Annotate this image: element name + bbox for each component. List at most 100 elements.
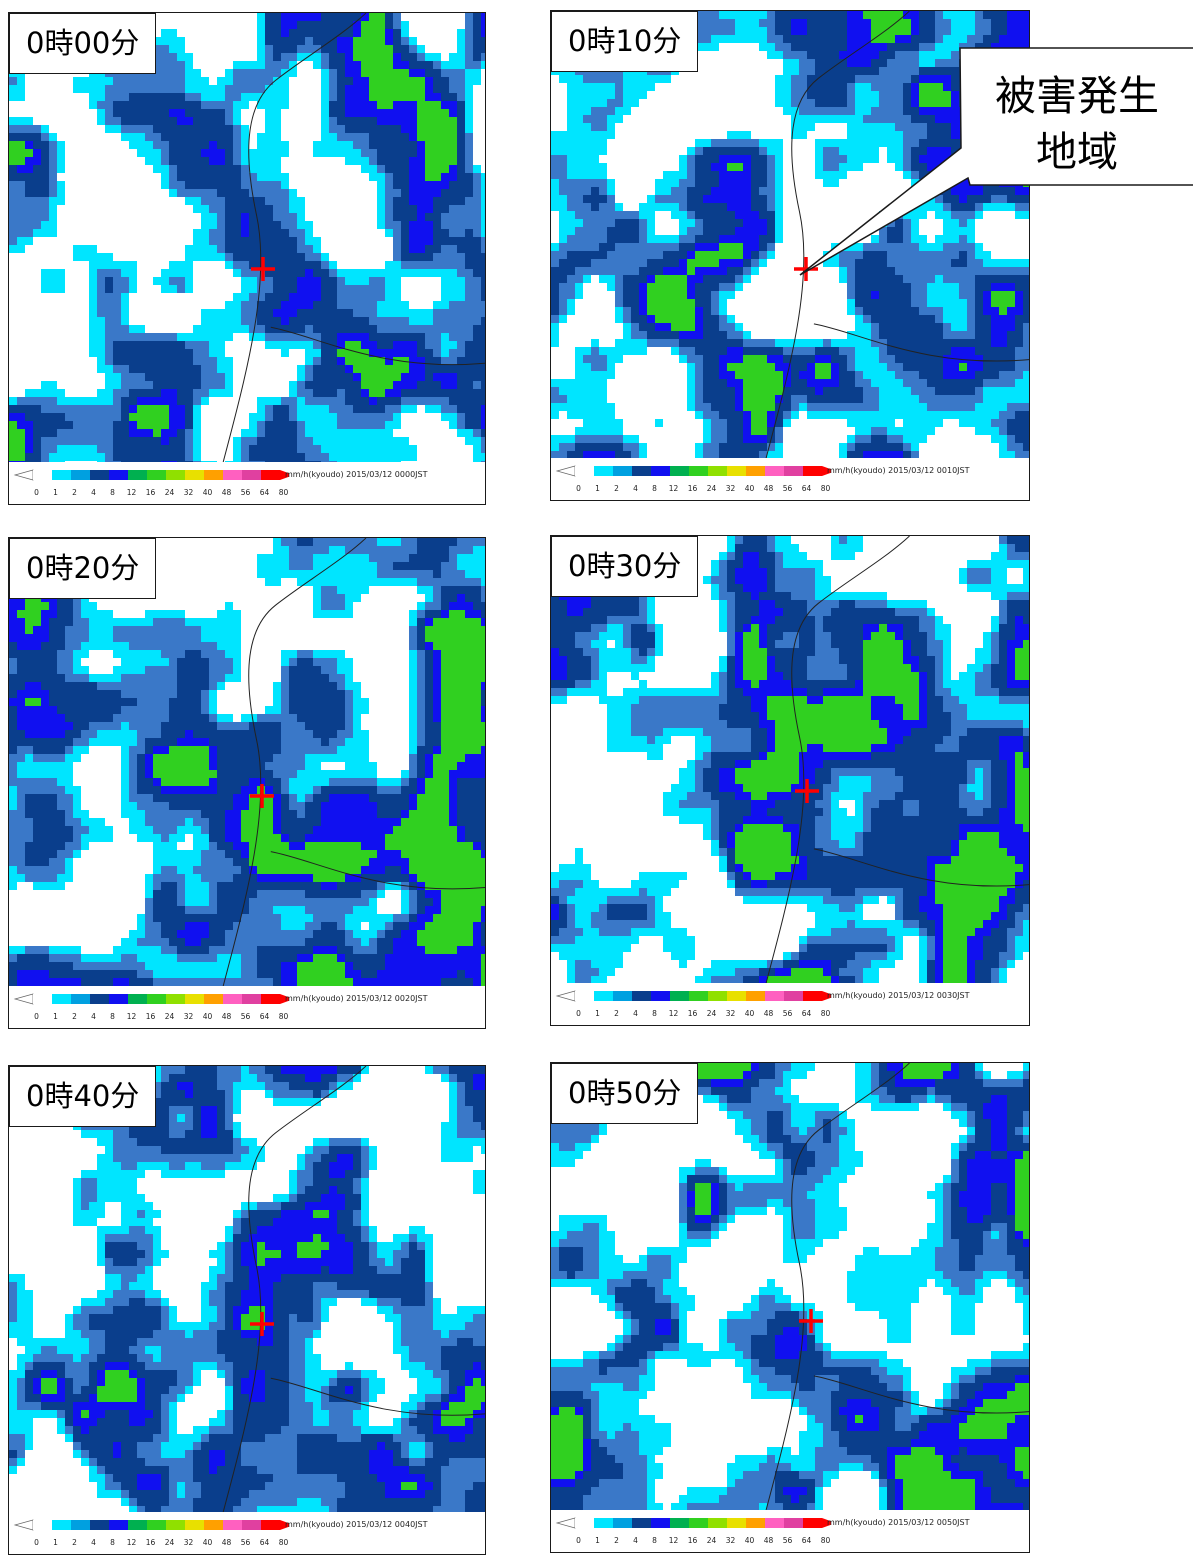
legend-tick: 4 (91, 488, 96, 497)
time-label: 0時30分 (551, 536, 699, 597)
coastline (222, 538, 367, 986)
legend-swatch (727, 991, 746, 1001)
legend-tick: 0 (576, 1009, 581, 1018)
legend-tick: 64 (801, 1009, 812, 1018)
legend-tick: 8 (110, 1012, 115, 1021)
legend-swatch (746, 466, 765, 476)
legend-tick: 80 (278, 488, 289, 497)
legend-tick: 24 (164, 1012, 175, 1021)
legend-tick: 1 (53, 1012, 58, 1021)
legend-swatch (33, 470, 52, 480)
legend-tick: 2 (72, 488, 77, 497)
legend-tick: 4 (633, 1009, 638, 1018)
legend-tick: 24 (706, 484, 717, 493)
legend-colorbar (13, 1519, 289, 1531)
legend-swatch (727, 466, 746, 476)
legend-swatch (109, 1520, 128, 1530)
legend-tick: 32 (725, 1009, 736, 1018)
legend-swatch (128, 1520, 147, 1530)
legend-swatch (765, 991, 784, 1001)
legend-swatch (223, 1520, 242, 1530)
legend-swatch (613, 1518, 632, 1528)
legend-swatch (147, 1520, 166, 1530)
legend-tick: 2 (614, 1009, 619, 1018)
legend-tick: 2 (72, 1012, 77, 1021)
callout-text: 被害発生 地域 (960, 68, 1193, 180)
damage-location-marker (250, 784, 274, 808)
legend-swatch (52, 1520, 71, 1530)
legend-swatch (52, 470, 71, 480)
legend-tick: 40 (744, 1536, 755, 1545)
legend-swatch (261, 994, 280, 1004)
legend-swatch (128, 994, 147, 1004)
legend-timestamp: mm/h(kyoudo) 2015/03/12 0050JST (827, 1518, 970, 1527)
legend-swatch (147, 994, 166, 1004)
legend-swatch (632, 466, 651, 476)
coastline (222, 13, 367, 462)
legend-swatch (765, 466, 784, 476)
legend-swatch (204, 470, 223, 480)
legend-swatch (71, 1520, 90, 1530)
legend-tick: 24 (164, 488, 175, 497)
legend-tick: 32 (183, 488, 194, 497)
legend-tick: 48 (763, 484, 774, 493)
time-label: 0時20分 (9, 538, 157, 599)
legend-swatch (223, 994, 242, 1004)
legend-tick: 80 (278, 1012, 289, 1021)
legend-swatch (670, 991, 689, 1001)
legend-tick: 1 (53, 1538, 58, 1547)
legend-tick: 48 (221, 1538, 232, 1547)
legend-tick: 16 (145, 488, 156, 497)
legend-tick: 64 (259, 1012, 270, 1021)
legend-timestamp: mm/h(kyoudo) 2015/03/12 0030JST (827, 991, 970, 1000)
legend-swatch (803, 1518, 822, 1528)
legend-colorbar (13, 469, 289, 481)
legend-timestamp: mm/h(kyoudo) 2015/03/12 0010JST (827, 466, 970, 475)
legend-swatch (803, 466, 822, 476)
legend-swatch (689, 991, 708, 1001)
legend-colorbar (13, 993, 289, 1005)
coastline (813, 1375, 1029, 1414)
legend-swatch (632, 991, 651, 1001)
legend-tick: 40 (744, 484, 755, 493)
legend-tick: 40 (202, 1012, 213, 1021)
coastline (270, 851, 485, 890)
legend-swatch (242, 1520, 261, 1530)
legend-tick: 0 (576, 1536, 581, 1545)
legend-swatch (765, 1518, 784, 1528)
legend-tick: 32 (183, 1538, 194, 1547)
legend-tick: 4 (633, 484, 638, 493)
legend-swatch (90, 470, 109, 480)
legend-tick: 80 (820, 1536, 831, 1545)
legend-swatch (71, 994, 90, 1004)
legend-swatch (223, 470, 242, 480)
legend-tick: 1 (53, 488, 58, 497)
callout-line-1: 被害発生 (995, 72, 1159, 120)
legend-tick: 64 (801, 1536, 812, 1545)
legend-tick: 24 (164, 1538, 175, 1547)
legend-tick: 40 (202, 1538, 213, 1547)
legend-tick: 16 (687, 484, 698, 493)
callout-line-2: 地域 (1036, 128, 1118, 176)
legend-tick: 4 (91, 1012, 96, 1021)
legend-tick: 1 (595, 484, 600, 493)
legend-tick: 40 (202, 488, 213, 497)
coastline (813, 323, 1029, 362)
legend-swatch (185, 1520, 204, 1530)
coastline (813, 848, 1029, 887)
legend-swatch (651, 991, 670, 1001)
legend-tick: 2 (614, 484, 619, 493)
coastline (765, 1063, 910, 1510)
legend-swatch (708, 1518, 727, 1528)
coastline (222, 1066, 367, 1512)
legend-swatch (242, 994, 261, 1004)
legend-swatch (109, 470, 128, 480)
